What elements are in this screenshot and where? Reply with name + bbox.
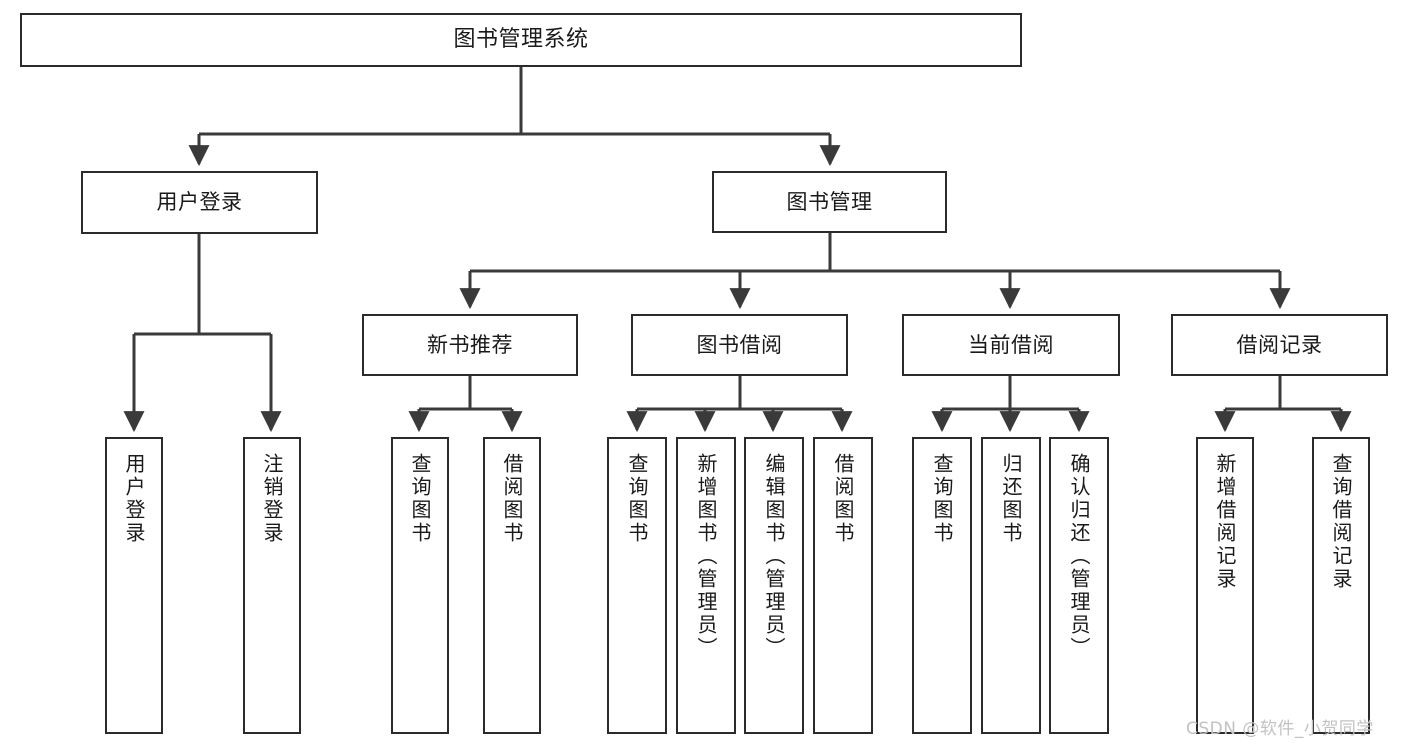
leaf-add-book-admin[interactable]: 新增图书（管理员） (676, 437, 736, 734)
node-label: 借阅图书 (500, 453, 524, 545)
node-label: 借阅图书 (831, 453, 855, 545)
node-label: 归还图书 (999, 453, 1023, 545)
node-label: 图书借阅 (696, 332, 783, 357)
node-book-borrowing[interactable]: 图书借阅 (631, 314, 848, 376)
leaf-logout[interactable]: 注销登录 (243, 437, 301, 734)
leaf-query-books-current[interactable]: 查询图书 (912, 437, 972, 734)
node-label: 图书管理 (786, 189, 873, 214)
node-current-borrowing[interactable]: 当前借阅 (902, 314, 1120, 376)
node-label: 确认归还（管理员） (1067, 453, 1091, 660)
node-user-login[interactable]: 用户登录 (81, 171, 318, 234)
node-borrowing-records[interactable]: 借阅记录 (1171, 314, 1388, 376)
node-book-management[interactable]: 图书管理 (712, 171, 947, 233)
node-root-book-management-system[interactable]: 图书管理系统 (20, 13, 1022, 67)
leaf-user-login[interactable]: 用户登录 (105, 437, 163, 734)
node-label: 用户登录 (156, 190, 243, 215)
node-label: 用户登录 (122, 453, 146, 545)
leaf-query-books-recommend[interactable]: 查询图书 (391, 437, 449, 734)
node-new-book-recommendation[interactable]: 新书推荐 (362, 314, 578, 376)
node-label: 注销登录 (260, 453, 284, 545)
leaf-query-books-borrow[interactable]: 查询图书 (607, 437, 667, 734)
node-label: 新书推荐 (427, 332, 513, 357)
node-label: 新增借阅记录 (1213, 453, 1237, 591)
node-label: 查询图书 (930, 453, 954, 545)
node-label: 当前借阅 (968, 332, 1054, 357)
leaf-return-books[interactable]: 归还图书 (981, 437, 1041, 734)
node-label: 图书管理系统 (453, 27, 589, 53)
node-label: 查询借阅记录 (1329, 453, 1353, 591)
node-label: 新增图书（管理员） (694, 453, 718, 660)
node-label: 编辑图书（管理员） (762, 453, 786, 660)
leaf-borrow-books[interactable]: 借阅图书 (813, 437, 873, 734)
node-label: 借阅记录 (1236, 332, 1323, 357)
leaf-query-borrow-record[interactable]: 查询借阅记录 (1312, 437, 1370, 734)
watermark: CSDN @软件_小贺同学 (1186, 719, 1374, 739)
node-label: 查询图书 (408, 453, 432, 545)
leaf-borrow-books-recommend[interactable]: 借阅图书 (483, 437, 541, 734)
node-label: 查询图书 (625, 453, 649, 545)
leaf-add-borrow-record[interactable]: 新增借阅记录 (1196, 437, 1254, 734)
leaf-confirm-return-admin[interactable]: 确认归还（管理员） (1049, 437, 1109, 734)
leaf-edit-book-admin[interactable]: 编辑图书（管理员） (744, 437, 804, 734)
